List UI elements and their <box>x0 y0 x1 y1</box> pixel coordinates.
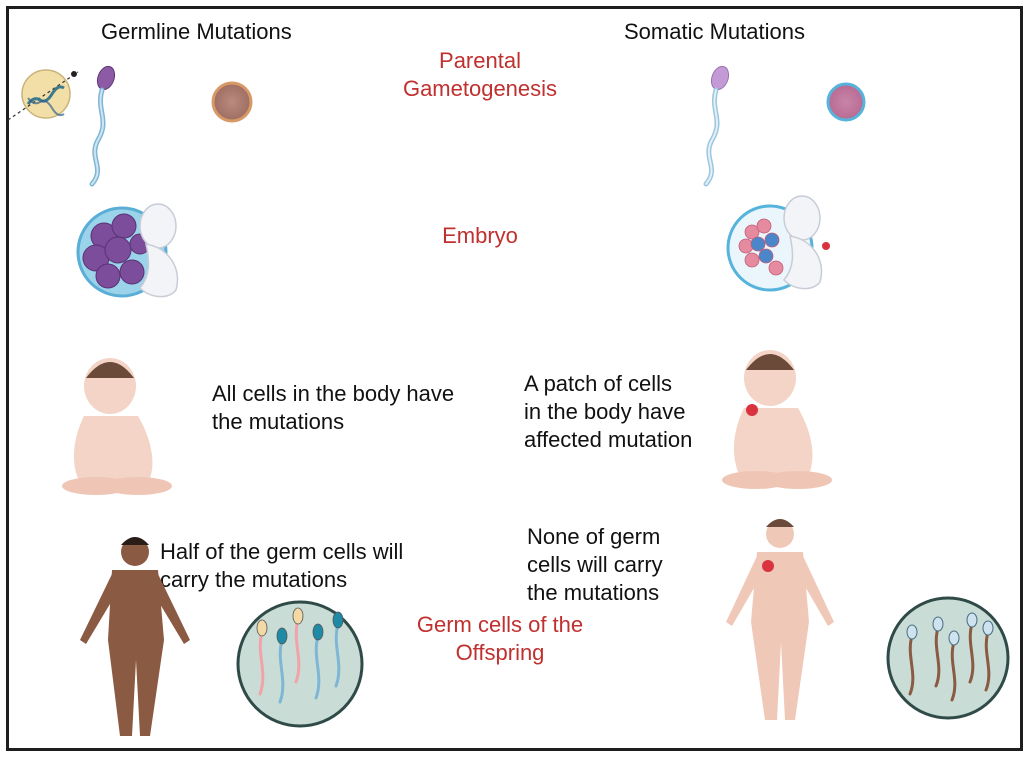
somatic-heading: Somatic Mutations <box>624 19 805 44</box>
dna-plasmid-icon <box>7 69 79 121</box>
germ-cell-dish-icon <box>236 600 364 728</box>
somatic-body-note: A patch of cells in the body have affect… <box>524 370 692 454</box>
germ-cell-dish-icon <box>886 596 1010 720</box>
note-line: in the body have <box>524 399 686 424</box>
sperm-cell-icon <box>703 65 730 187</box>
baby-icon <box>722 350 832 489</box>
note-line: A patch of cells <box>524 371 672 396</box>
germline-heading: Germline Mutations <box>101 19 292 44</box>
somatic-germ-note: None of germ cells will carry the mutati… <box>527 523 663 607</box>
egg-cell-icon <box>211 81 253 123</box>
stage-label-line: Parental <box>439 48 521 73</box>
egg-cell-icon <box>826 82 866 122</box>
note-line: All cells in the body have <box>212 381 455 406</box>
stage-label-offspring: Germ cells of the Offspring <box>395 611 605 667</box>
stage-label-gametogenesis: Parental Gametogenesis <box>380 47 580 103</box>
baby-icon <box>62 358 172 495</box>
stage-label-line: Offspring <box>455 640 545 665</box>
note-line: Half of the germ cells will <box>160 539 404 564</box>
stage-label-line: Gametogenesis <box>402 76 558 101</box>
note-line: cells will carry <box>527 552 663 577</box>
adult-body-icon <box>726 519 834 720</box>
note-line: carry the mutations <box>160 567 348 592</box>
germline-germ-note: Half of the germ cells will carry the mu… <box>160 538 403 594</box>
note-line: the mutations <box>527 580 660 605</box>
sperm-cell-icon <box>89 65 116 187</box>
embryo-icon <box>76 203 179 298</box>
note-line: None of germ <box>527 524 661 549</box>
embryo-icon <box>726 195 830 292</box>
stage-label-embryo: Embryo <box>442 223 518 248</box>
note-line: affected mutation <box>524 427 693 452</box>
note-line: the mutations <box>212 409 345 434</box>
germline-body-note: All cells in the body have the mutations <box>212 380 454 436</box>
stage-label-line: Germ cells of the <box>416 612 584 637</box>
adult-body-icon <box>80 537 190 736</box>
